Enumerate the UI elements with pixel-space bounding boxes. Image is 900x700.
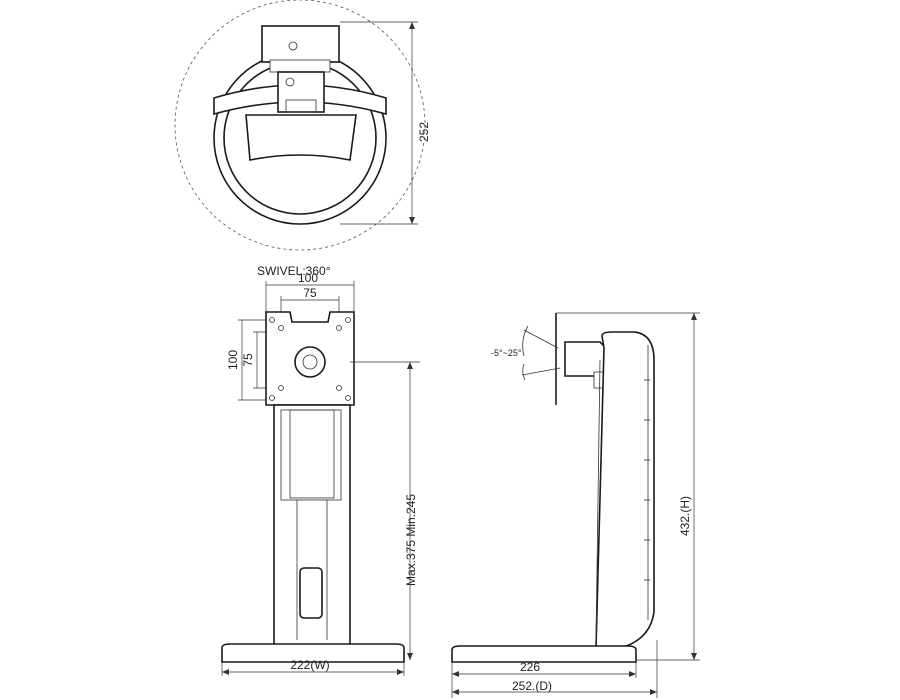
top-head — [261, 25, 340, 63]
label-height-range: Max.375 Min.245 — [404, 494, 418, 586]
dim-arrow — [409, 22, 415, 29]
label-tilt: -5°~25° — [491, 348, 522, 358]
dim-arrow — [409, 217, 415, 224]
dim-arrow — [691, 653, 697, 660]
label-vesa-outer-h: 100 — [226, 350, 240, 370]
dim-arrow — [452, 671, 459, 677]
pivot-hub — [302, 354, 318, 370]
top-head-joint — [269, 59, 331, 73]
column-outer — [273, 404, 351, 646]
tilt-line-down — [521, 367, 561, 376]
dim-arrow — [650, 689, 657, 695]
pivot-disc — [294, 346, 326, 378]
top-pivot-icon — [285, 77, 295, 87]
swivel-range-circle — [174, 0, 426, 251]
tilt-arc — [522, 363, 526, 381]
dim-arrow — [407, 362, 413, 369]
vesa-hole — [269, 395, 275, 401]
top-arm — [245, 114, 357, 161]
label-vesa-inner-h: 75 — [241, 353, 255, 367]
side-view: -5°~25° 432.(H) 226 252.(D) — [451, 312, 700, 698]
side-column-front — [595, 359, 601, 641]
label-top-height: 252 — [417, 122, 431, 142]
cable-slot — [299, 567, 323, 619]
label-base-depth-inner: 226 — [520, 660, 540, 674]
vesa-hole — [345, 317, 351, 323]
vesa-hole — [336, 325, 342, 331]
front-base — [221, 643, 405, 663]
vesa-hole — [278, 385, 284, 391]
dim-arrow — [407, 653, 413, 660]
tilt-line-up — [523, 329, 559, 349]
vesa-hole — [278, 325, 284, 331]
side-base — [451, 645, 637, 663]
column-slider-inner — [289, 409, 335, 499]
vesa-hole — [336, 385, 342, 391]
label-swivel: SWIVEL:360° — [257, 264, 331, 278]
tilt-arc — [522, 325, 529, 357]
top-screw-icon — [288, 41, 298, 51]
label-total-height: 432.(H) — [678, 496, 692, 536]
label-vesa-inner-w: 75 — [303, 286, 317, 300]
dim-arrow — [629, 671, 636, 677]
front-view: SWIVEL:360° 100 75 100 75 — [221, 264, 420, 676]
label-vesa-outer-w: 100 — [298, 271, 318, 285]
dim-arrow — [397, 669, 404, 675]
dim-arrow — [222, 669, 229, 675]
side-column — [595, 331, 655, 649]
top-view: 252 — [174, 0, 431, 251]
label-base-width: 222(W) — [290, 658, 329, 672]
top-neck-slot — [285, 99, 317, 113]
vesa-hole — [269, 317, 275, 323]
dim-arrow — [452, 689, 459, 695]
vesa-hole — [345, 395, 351, 401]
label-base-depth: 252.(D) — [512, 679, 552, 693]
dim-arrow — [691, 313, 697, 320]
top-neck — [277, 71, 325, 113]
